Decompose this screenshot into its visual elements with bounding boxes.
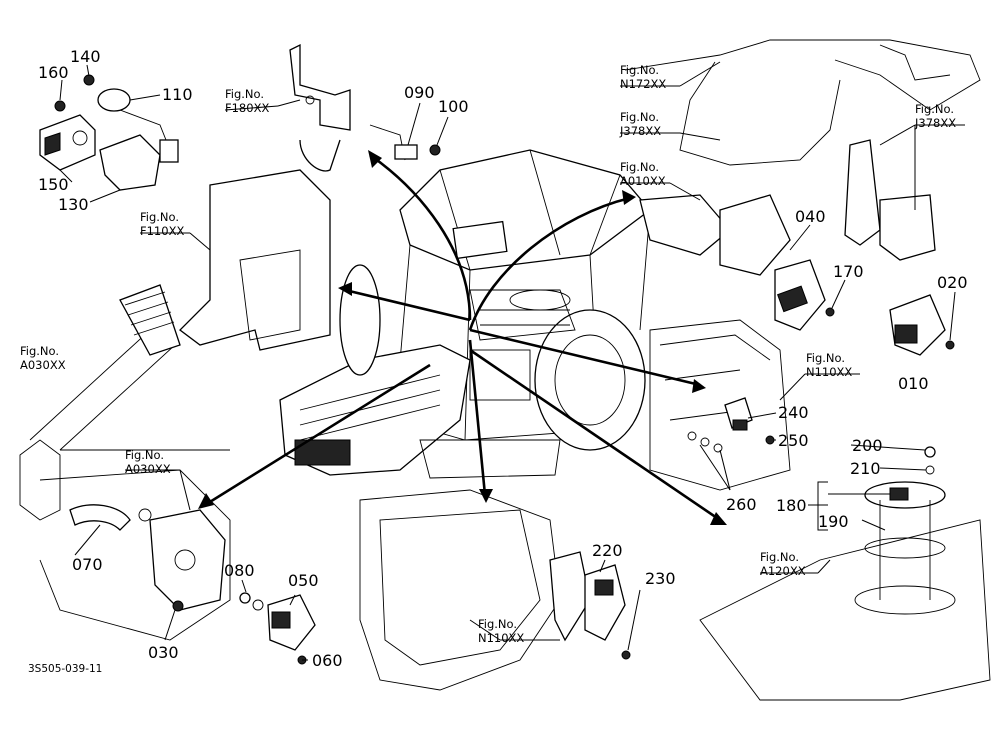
svg-text:N110XX: N110XX: [478, 631, 524, 645]
svg-text:A030XX: A030XX: [20, 358, 66, 372]
svg-text:Fig.No.: Fig.No.: [20, 344, 59, 358]
pedal-sensor-assembly: [69, 504, 316, 665]
svg-text:Fig.No.: Fig.No.: [806, 351, 845, 365]
fig-ref-n110-bottom: Fig.No. N110XX: [478, 617, 524, 645]
part-200: 200: [852, 436, 883, 455]
part-040: 040: [795, 207, 826, 226]
svg-text:Fig.No.: Fig.No.: [620, 110, 659, 124]
svg-text:J378XX: J378XX: [619, 124, 661, 138]
part-number-labels: 160 140 110 150 130 090 100 040 170 020 …: [38, 47, 968, 670]
part-180: 180: [776, 496, 807, 515]
svg-text:Fig.No.: Fig.No.: [125, 448, 164, 462]
fig-ref-n172: Fig.No. N172XX: [620, 63, 666, 91]
part-210: 210: [850, 459, 881, 478]
fig-ref-a030-center: Fig.No. A030XX: [125, 448, 171, 476]
svg-text:Fig.No.: Fig.No.: [225, 87, 264, 101]
bracket-f180: [289, 43, 441, 172]
svg-text:Fig.No.: Fig.No.: [140, 210, 179, 224]
part-020: 020: [937, 273, 968, 292]
part-100: 100: [438, 97, 469, 116]
svg-text:J378XX: J378XX: [914, 116, 956, 130]
figure-references: Fig.No. F180XX Fig.No. F110XX Fig.No. A0…: [20, 63, 956, 645]
sensor-220-group: [549, 551, 631, 660]
arrow-head-f110: [338, 282, 352, 296]
svg-text:N110XX: N110XX: [806, 365, 852, 379]
part-150: 150: [38, 175, 69, 194]
svg-text:F180XX: F180XX: [225, 101, 269, 115]
fig-ref-a030-left: Fig.No. A030XX: [20, 344, 66, 372]
part-250: 250: [778, 431, 809, 450]
fig-ref-j378-a: Fig.No. J378XX: [619, 110, 661, 138]
part-110: 110: [162, 85, 193, 104]
part-070: 070: [72, 555, 103, 574]
svg-text:A010XX: A010XX: [620, 174, 666, 188]
part-170: 170: [833, 262, 864, 281]
svg-text:F110XX: F110XX: [140, 224, 184, 238]
part-010: 010: [898, 374, 929, 393]
switch-240-group: [687, 397, 775, 453]
svg-text:Fig.No.: Fig.No.: [620, 160, 659, 174]
part-060: 060: [312, 651, 343, 670]
svg-text:Fig.No.: Fig.No.: [620, 63, 659, 77]
part-260: 260: [726, 495, 757, 514]
fig-ref-f110: Fig.No. F110XX: [140, 210, 184, 238]
arrow-head-n110: [692, 379, 706, 393]
fuel-sender-assembly: [864, 446, 946, 600]
part-160: 160: [38, 63, 69, 82]
arrow-head-a010: [622, 190, 636, 205]
fig-ref-a010: Fig.No. A010XX: [620, 160, 666, 188]
leader-lines: [59, 61, 965, 661]
svg-text:N172XX: N172XX: [620, 77, 666, 91]
part-190: 190: [818, 512, 849, 531]
fig-ref-j378-b: Fig.No. J378XX: [914, 102, 956, 130]
arrow-head-090: [368, 150, 382, 168]
fig-ref-f180: Fig.No. F180XX: [225, 87, 269, 115]
part-050: 050: [288, 571, 319, 590]
svg-text:Fig.No.: Fig.No.: [915, 102, 954, 116]
fig-ref-a120: Fig.No. A120XX: [760, 550, 806, 578]
diagram-code: 3S505-039-11: [28, 663, 102, 675]
part-220: 220: [592, 541, 623, 560]
svg-text:Fig.No.: Fig.No.: [760, 550, 799, 564]
part-130: 130: [58, 195, 89, 214]
svg-text:A030XX: A030XX: [125, 462, 171, 476]
arrow-head-a030: [198, 493, 214, 509]
part-030: 030: [148, 643, 179, 662]
part-080: 080: [224, 561, 255, 580]
svg-text:A120XX: A120XX: [760, 564, 806, 578]
part-140: 140: [70, 47, 101, 66]
tractor-cab: [279, 149, 651, 479]
direction-arrows: [198, 150, 727, 525]
sensor-assembly-right: [639, 139, 955, 356]
arrow-head-220: [479, 489, 493, 503]
part-090: 090: [404, 83, 435, 102]
part-240: 240: [778, 403, 809, 422]
part-230: 230: [645, 569, 676, 588]
fig-ref-n110-right: Fig.No. N110XX: [806, 351, 852, 379]
background-linework: [19, 39, 991, 701]
switch-assembly-top-left: [39, 74, 179, 191]
arrow-head-a120: [710, 512, 727, 525]
svg-text:Fig.No.: Fig.No.: [478, 617, 517, 631]
